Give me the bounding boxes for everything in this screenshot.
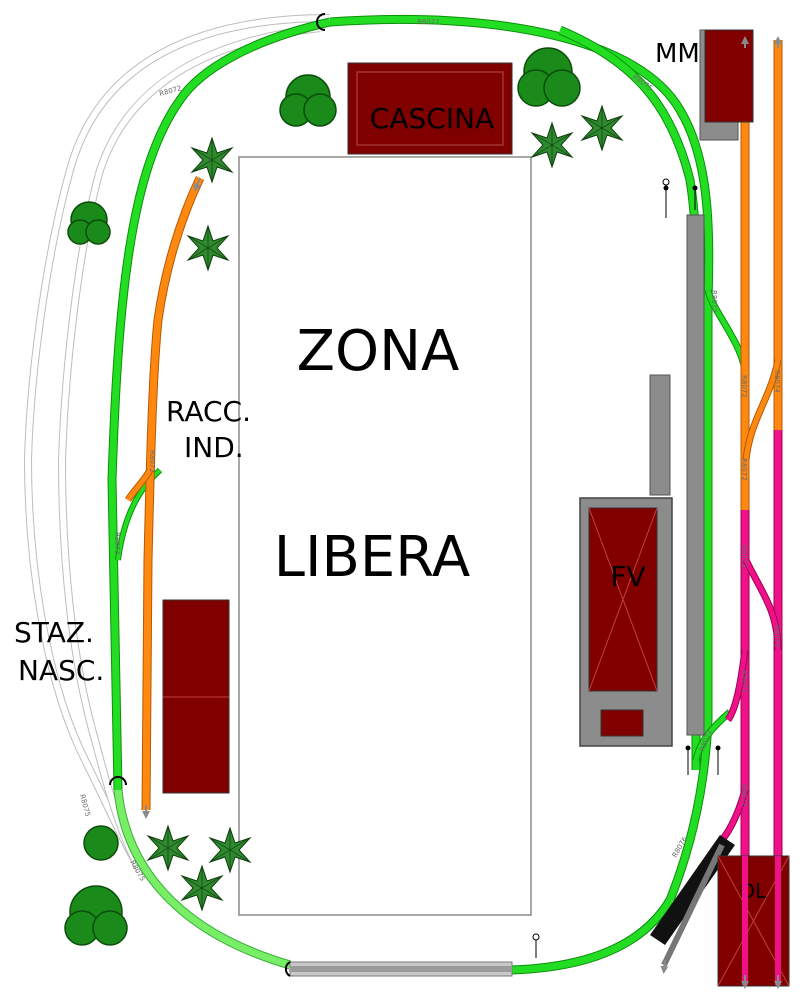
signal-icon bbox=[715, 745, 721, 775]
dl-tracks bbox=[742, 856, 781, 985]
signal-icon bbox=[662, 178, 670, 218]
round-tree-icon bbox=[64, 885, 128, 946]
turnout-code: R8072 bbox=[740, 784, 748, 807]
turnout-code: R8072 bbox=[773, 625, 781, 648]
turnout-code: R8072 bbox=[148, 450, 156, 473]
conifer-tree-icon bbox=[531, 122, 573, 168]
industrial-siding bbox=[124, 176, 205, 811]
round-tree-icon bbox=[517, 47, 581, 107]
turnout-code: R8073 bbox=[740, 670, 748, 693]
fv-building: FV bbox=[579, 497, 673, 747]
staz-label-2: NASC. bbox=[18, 654, 104, 687]
zone-label-2: LIBERA bbox=[274, 525, 470, 590]
free-zone-area bbox=[238, 156, 532, 916]
conifer-tree-icon bbox=[191, 137, 233, 183]
buffer-stop-icon bbox=[284, 961, 291, 977]
conifer-tree-icon bbox=[147, 825, 189, 871]
black-siding bbox=[650, 835, 735, 967]
racc-label-2: IND. bbox=[184, 431, 244, 464]
signal-icon bbox=[692, 185, 698, 210]
buffer-stop-icon bbox=[109, 776, 127, 786]
turnout-code: R8072 bbox=[740, 458, 748, 481]
turnout-code: R8073 bbox=[113, 532, 121, 555]
turnout-code: R8074 bbox=[773, 370, 781, 393]
staz-label-1: STAZ. bbox=[14, 616, 94, 649]
mm-label: MM bbox=[655, 39, 700, 69]
mm-building: MM bbox=[655, 29, 754, 141]
staging-tracks bbox=[23, 14, 331, 872]
conifer-tree-icon bbox=[581, 105, 623, 151]
conifer-tree-icon bbox=[187, 225, 229, 271]
round-tree-icon bbox=[279, 74, 337, 127]
cascina-label: CASCINA bbox=[370, 102, 494, 135]
signal-icon bbox=[685, 745, 691, 775]
conifer-tree-icon bbox=[181, 865, 223, 911]
main-loop-track bbox=[107, 14, 749, 975]
platforms bbox=[649, 214, 705, 736]
cascina-building: CASCINA bbox=[347, 62, 513, 155]
industrial-building bbox=[162, 599, 230, 794]
arrow-icon bbox=[193, 177, 202, 192]
turnout-code: R8072 bbox=[740, 375, 748, 398]
arrow-icon bbox=[660, 959, 669, 974]
turnout-code: R8077 bbox=[417, 18, 440, 26]
bottom-station-track bbox=[289, 961, 513, 977]
buffer-stop-icon bbox=[316, 13, 326, 31]
turnout-code: R8073 bbox=[740, 545, 748, 568]
fv-label: FV bbox=[610, 560, 645, 593]
zone-label-1: ZONA bbox=[297, 319, 460, 384]
racc-label-1: RACC. bbox=[166, 395, 251, 428]
turnout-code: R8075 bbox=[78, 793, 92, 817]
round-tree-icon bbox=[83, 825, 119, 861]
turnout-code: R8072 bbox=[710, 290, 718, 313]
round-tree-icon bbox=[67, 201, 111, 245]
signal-icon bbox=[532, 933, 540, 958]
